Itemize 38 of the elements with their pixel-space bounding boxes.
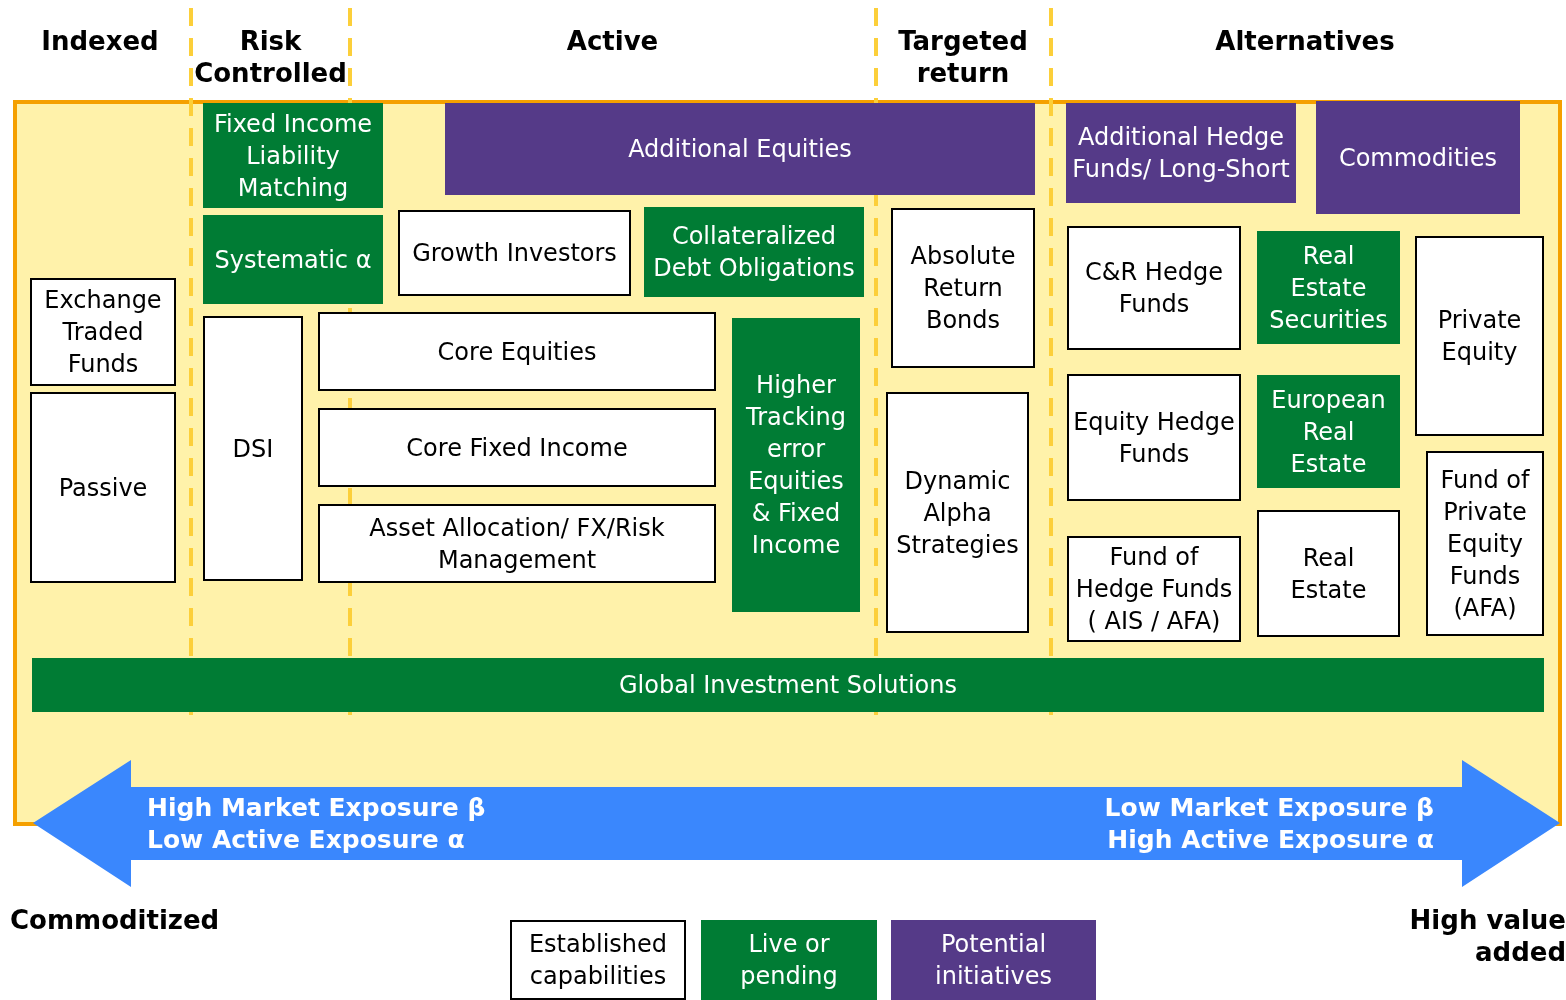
- capability-box: Private Equity: [1415, 236, 1544, 436]
- capability-box: Core Equities: [318, 312, 716, 391]
- column-heading: Risk Controlled: [193, 25, 348, 89]
- legend-swatch: Live or pending: [701, 920, 877, 1000]
- column-heading: Active: [565, 25, 660, 57]
- live-capability-box: Real Estate Securities: [1257, 231, 1400, 344]
- scale-label: Commoditized: [10, 904, 221, 936]
- capability-box: Real Estate: [1257, 510, 1400, 637]
- potential-initiative-box: Additional Equities: [445, 103, 1035, 195]
- capability-box: Growth Investors: [398, 210, 631, 296]
- capability-box: Exchange Traded Funds: [30, 278, 176, 386]
- capability-box: C&R Hedge Funds: [1067, 226, 1241, 350]
- column-heading: Targeted return: [897, 25, 1029, 89]
- live-capability-box: Higher Tracking error Equities & Fixed Income: [732, 318, 860, 612]
- capability-box: Dynamic Alpha Strategies: [886, 392, 1029, 633]
- capability-box: Fund of Hedge Funds ( AIS / AFA): [1067, 536, 1241, 642]
- potential-initiative-box: Commodities: [1316, 101, 1520, 214]
- capability-box: Fund of Private Equity Funds (AFA): [1426, 451, 1544, 636]
- capability-box: DSI: [203, 316, 303, 581]
- live-capability-box: Fixed Income Liability Matching: [203, 103, 383, 208]
- legend-swatch: Potential initiatives: [891, 920, 1096, 1000]
- live-capability-box: Collateralized Debt Obligations: [644, 207, 864, 297]
- live-capability-box: Global Investment Solutions: [32, 658, 1544, 712]
- capability-box: Asset Allocation/ FX/Risk Management: [318, 504, 716, 583]
- capability-box: Equity Hedge Funds: [1067, 374, 1241, 501]
- capability-box: Passive: [30, 392, 176, 583]
- scale-label: High value added: [1408, 904, 1566, 968]
- arrow-text: Low Market Exposure β High Active Exposure α: [1084, 792, 1434, 856]
- double-arrow: [32, 759, 1562, 889]
- arrow-text: High Market Exposure β Low Active Exposure α: [147, 792, 497, 856]
- live-capability-box: European Real Estate: [1257, 375, 1400, 488]
- capability-box: Core Fixed Income: [318, 408, 716, 487]
- capability-box: Absolute Return Bonds: [891, 208, 1035, 368]
- potential-initiative-box: Additional Hedge Funds/ Long-Short: [1066, 103, 1296, 203]
- column-heading: Alternatives: [1214, 25, 1396, 57]
- legend-swatch: Established capabilities: [510, 920, 686, 1000]
- live-capability-box: Systematic α: [203, 215, 383, 304]
- column-heading: Indexed: [40, 25, 160, 57]
